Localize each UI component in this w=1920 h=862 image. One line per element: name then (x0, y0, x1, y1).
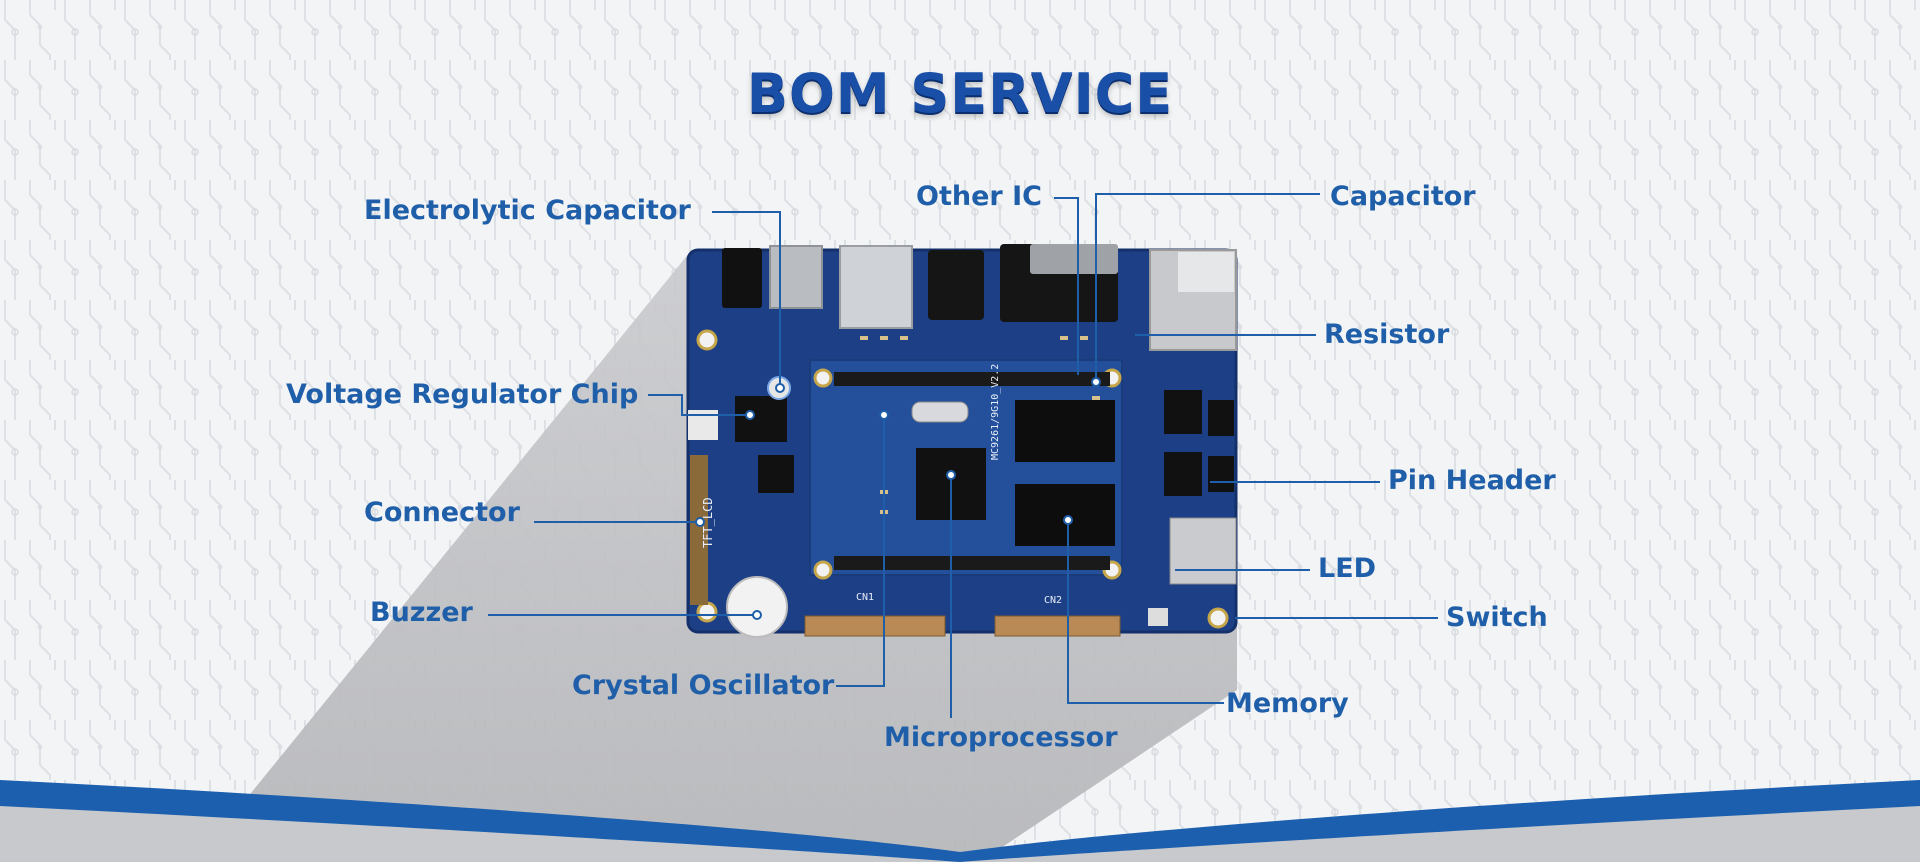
silk-cn1: CN1 (856, 592, 874, 603)
silk-tft: TFT_LCD (701, 497, 715, 548)
silk-cn2: CN2 (1044, 595, 1062, 606)
memory-chip-top (1015, 400, 1115, 462)
memory-chip-bottom (1015, 484, 1115, 546)
line-electrolytic-capacitor (712, 211, 781, 385)
label-microprocessor: Microprocessor (884, 722, 1118, 753)
crystal (911, 401, 969, 423)
line-capacitor (1095, 193, 1320, 382)
page-title: BOM SERVICE (746, 62, 1174, 125)
label-resistor: Resistor (1324, 319, 1450, 350)
line-memory (1067, 520, 1224, 704)
line-voltage-regulator-chip (648, 394, 750, 416)
label-connector: Connector (364, 497, 520, 528)
label-switch: Switch (1446, 602, 1548, 633)
line-other-ic (1054, 197, 1079, 375)
label-electrolytic-capacitor: Electrolytic Capacitor (364, 195, 691, 226)
label-crystal-oscillator: Crystal Oscillator (572, 670, 835, 701)
label-pin-header: Pin Header (1388, 465, 1556, 496)
label-other-ic: Other IC (916, 181, 1042, 212)
label-buzzer: Buzzer (370, 597, 473, 628)
line-crystal-oscillator (836, 415, 885, 687)
label-voltage-regulator-chip: Voltage Regulator Chip (286, 379, 639, 410)
label-memory: Memory (1226, 688, 1349, 719)
label-led: LED (1318, 553, 1377, 584)
buzzer-part (726, 576, 788, 638)
silk-model: MC9261/9G10_V2.2 (990, 364, 1001, 460)
label-capacitor: Capacitor (1330, 181, 1476, 212)
